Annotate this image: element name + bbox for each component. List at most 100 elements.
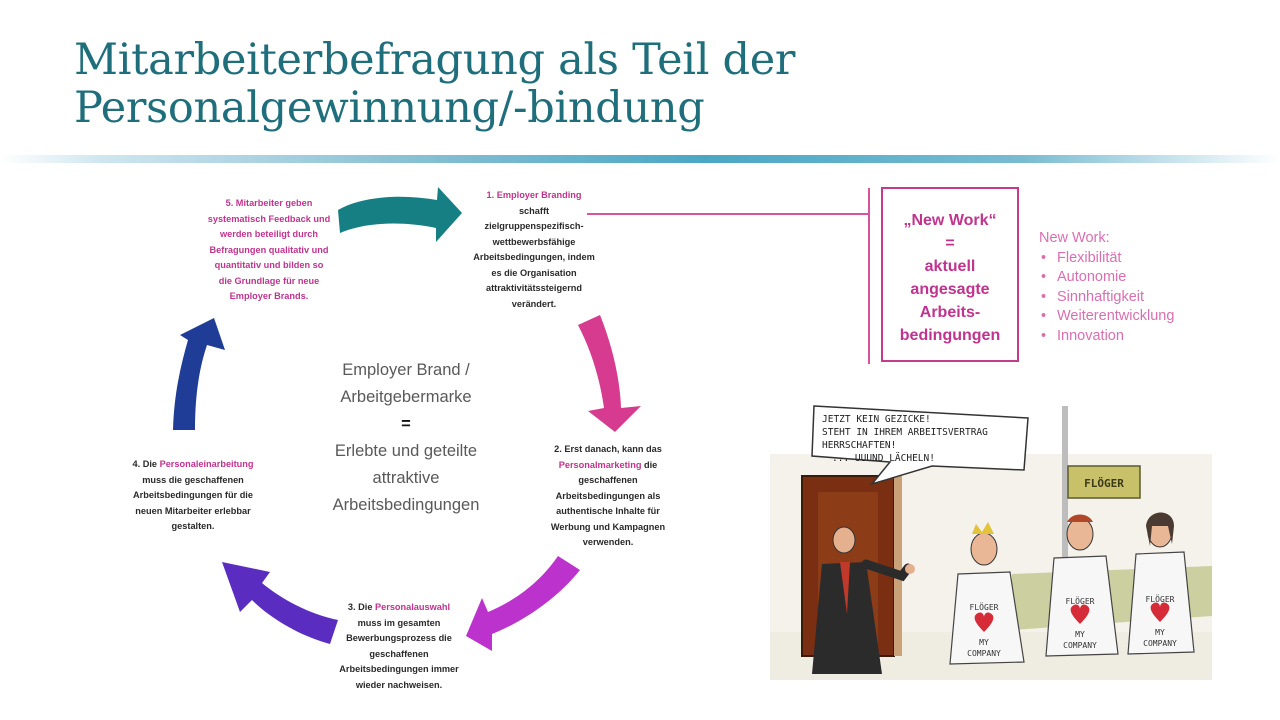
- step2-highlight: Personalmarketing: [558, 459, 642, 470]
- new-work-line: angesagte: [910, 281, 990, 298]
- step3-line: muss im gesamten: [357, 617, 441, 628]
- cycle-step-2: 2. Erst danach, kann das Personalmarketi…: [536, 442, 680, 551]
- step4-line: gestalten.: [171, 521, 215, 531]
- new-work-list-item: Weiterentwicklung: [1041, 307, 1174, 327]
- step2-line: Werbung und Kampagnen: [550, 521, 666, 532]
- cycle-arrows: [173, 187, 641, 651]
- shirt-text: FLÖGER: [1066, 596, 1095, 606]
- arrow-navy: [173, 318, 225, 430]
- step5-line: die Grundlage für neue: [218, 275, 320, 286]
- new-work-list-item: Innovation: [1041, 327, 1174, 347]
- step4-highlight: Personaleinarbeitung: [159, 459, 254, 469]
- new-work-list-heading: New Work:: [1039, 230, 1110, 246]
- cycle-step-1: 1. Employer Branding schafft zielgruppen…: [464, 188, 604, 312]
- step1-line: es die Organisation: [491, 267, 577, 278]
- cartoon-pole: [1062, 406, 1068, 578]
- cartoon-illustration: FLÖGER JETZT KEIN GEZICKE! STEHT IN IHRE…: [770, 405, 1212, 680]
- step2-line: authentische Inhalte für: [556, 506, 660, 516]
- cycle-step-3: 3. Die Personalauswahl muss im gesamten …: [328, 600, 470, 693]
- step3-line: geschaffenen: [369, 648, 429, 659]
- shirt-text: MY: [1155, 628, 1165, 637]
- step5-line: werden beteiligt durch: [219, 229, 318, 239]
- connector-line: [587, 213, 870, 215]
- heart-icon: [1070, 604, 1090, 624]
- cycle-center: Employer Brand / Arbeitgebermarke = Erle…: [318, 357, 494, 519]
- center-line: attraktive: [372, 469, 440, 487]
- title-divider: [0, 155, 1280, 163]
- speech-line: JETZT KEIN GEZICKE!: [822, 414, 931, 425]
- new-work-line: aktuell: [924, 258, 976, 275]
- cycle-step-5: 5. Mitarbeiter geben systematisch Feedba…: [194, 196, 344, 305]
- shirt-text: MY: [1075, 630, 1085, 639]
- arrow-violet: [466, 556, 580, 651]
- step2-line: verwenden.: [582, 537, 634, 547]
- title-line-1: Mitarbeiterbefragung als Teil der: [74, 35, 796, 85]
- shirt-text: COMPANY: [1143, 639, 1177, 648]
- speech-line: ... UUUND LÄCHELN!: [832, 453, 935, 464]
- arrow-magenta: [578, 315, 641, 432]
- cartoon-boss: [812, 526, 915, 674]
- heart-icon: [1150, 602, 1170, 622]
- center-line: Arbeitgebermarke: [340, 388, 472, 406]
- cartoon-door-frame: [894, 476, 902, 656]
- step5-line: Befragungen qualitativ und: [209, 244, 329, 255]
- step1-highlight: 1. Employer Branding: [486, 190, 582, 200]
- step5-line: Employer Brands.: [229, 291, 309, 301]
- cartoon-employee-2: FLÖGER MY COMPANY: [1045, 514, 1119, 657]
- new-work-list-item: Sinnhaftigkeit: [1041, 288, 1174, 308]
- cartoon-sign: [1067, 465, 1141, 499]
- heart-icon: [974, 612, 994, 632]
- step1-line: wettbewerbsfähige: [492, 236, 576, 247]
- step3-highlight: Personalauswahl: [375, 602, 451, 612]
- shirt-text: FLÖGER: [1146, 594, 1175, 604]
- new-work-list-item: Flexibilität: [1041, 249, 1174, 269]
- step3-line: Arbeitsbedingungen immer: [339, 664, 459, 674]
- step2-line: geschaffenen: [578, 475, 638, 485]
- step4-prefix: 4. Die: [132, 459, 160, 469]
- arrow-purple: [222, 562, 338, 644]
- shirt-text: FLÖGER: [970, 602, 999, 612]
- step1-line: zielgruppenspezifisch-: [484, 221, 584, 231]
- speech-bubble: [811, 405, 1029, 486]
- step2-line: Arbeitsbedingungen als: [555, 490, 661, 501]
- step4-line: Arbeitsbedingungen für die: [133, 490, 253, 500]
- cartoon-employee-3: FLÖGER MY COMPANY: [1127, 512, 1195, 655]
- step1-line: attraktivitätssteigernd: [486, 283, 582, 293]
- new-work-equals: =: [945, 235, 955, 252]
- step3-line: wieder nachweisen.: [355, 679, 443, 690]
- callout-bracket: [868, 188, 870, 364]
- center-line: Erlebte und geteilte: [334, 442, 478, 460]
- arrow-teal: [338, 187, 462, 242]
- cycle-step-4: 4. Die Personaleinarbeitung muss die ges…: [118, 457, 268, 535]
- shirt-text: MY: [979, 638, 989, 647]
- step2-line: 2. Erst danach, kann das: [554, 444, 662, 454]
- new-work-line: Arbeits-: [919, 304, 981, 321]
- step2-after: die: [641, 459, 658, 470]
- new-work-box: „New Work“ = aktuell angesagte Arbeits- …: [881, 187, 1019, 362]
- shirt-text: COMPANY: [967, 649, 1001, 658]
- shirt-text: COMPANY: [1063, 641, 1097, 650]
- center-line: Arbeitsbedingungen: [332, 496, 480, 514]
- speech-line: STEHT IN IHREM ARBEITSVERTRAG: [822, 427, 988, 438]
- step5-line: quantitativ und bilden so: [214, 260, 324, 270]
- step4-line: muss die geschaffenen: [142, 474, 244, 485]
- step4-line: neuen Mitarbeiter erlebbar: [135, 505, 251, 516]
- slide-title: Mitarbeiterbefragung als Teil der Person…: [74, 36, 795, 132]
- step3-line: Bewerbungsprozess die: [346, 633, 452, 643]
- step5-line: 5. Mitarbeiter geben: [225, 198, 313, 208]
- center-equals: =: [401, 415, 411, 433]
- new-work-list-item: Autonomie: [1041, 268, 1174, 288]
- cartoon-employee-1: FLÖGER MY COMPANY: [949, 522, 1025, 665]
- step1-line: Arbeitsbedingungen, indem: [473, 252, 595, 262]
- step1-line: schafft: [518, 205, 550, 216]
- title-line-2: Personalgewinnung/-bindung: [74, 83, 705, 133]
- speech-line: HERRSCHAFTEN!: [822, 440, 896, 451]
- new-work-list: New Work: Flexibilität Autonomie Sinnhaf…: [1039, 229, 1174, 346]
- step1-line: verändert.: [511, 298, 557, 309]
- cartoon-sign-text: FLÖGER: [1084, 476, 1124, 490]
- new-work-title: „New Work“: [903, 212, 997, 229]
- new-work-line: bedingungen: [899, 327, 1001, 344]
- center-line: Employer Brand /: [342, 361, 470, 379]
- step3-prefix: 3. Die: [347, 602, 375, 612]
- step5-line: systematisch Feedback und: [207, 213, 331, 224]
